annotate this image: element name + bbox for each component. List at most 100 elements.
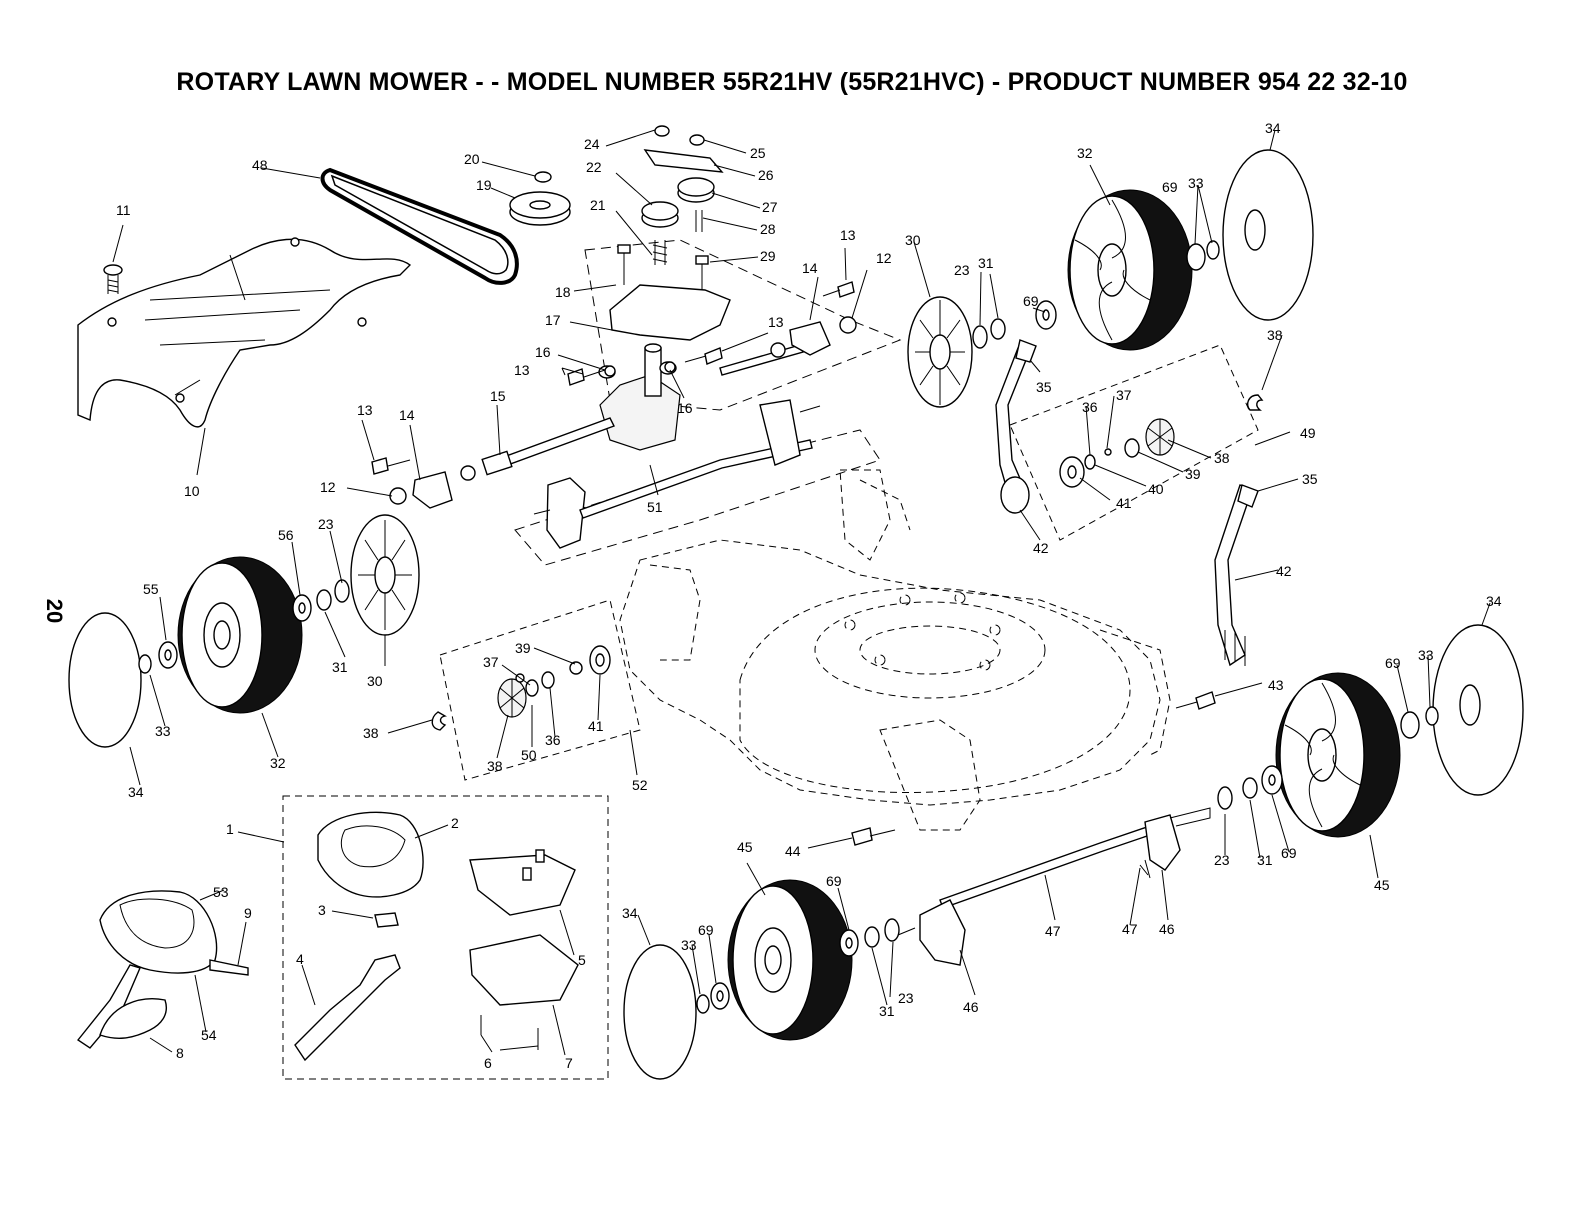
callout: 35 [1302, 471, 1318, 487]
callout: 14 [802, 260, 818, 276]
callout: 13 [768, 314, 784, 330]
wheel-rear-right-lower [1275, 672, 1401, 838]
callout: 26 [758, 167, 774, 183]
callout: 47 [1122, 921, 1138, 937]
rear-shield [77, 237, 412, 428]
callout: 39 [515, 640, 531, 656]
callout: 36 [1082, 399, 1098, 415]
wheel-rear-right-upper [1067, 189, 1193, 351]
wheel-hub-right [907, 296, 973, 408]
callout: 33 [155, 723, 171, 739]
hubcap-right-upper [1222, 149, 1314, 321]
bolts-45 [851, 691, 1216, 846]
callout: 31 [978, 255, 994, 271]
callout: 55 [143, 581, 159, 597]
axle-sleeve [481, 450, 513, 476]
callout: 13 [514, 362, 530, 378]
callout: 54 [201, 1027, 217, 1043]
callout: 32 [1077, 145, 1093, 161]
callout: 49 [1300, 425, 1316, 441]
hubcap-right-lower [1432, 624, 1524, 796]
callout: 53 [213, 884, 229, 900]
callout: 23 [954, 262, 970, 278]
callout: 50 [521, 747, 537, 763]
callout: 34 [1486, 593, 1502, 609]
diagram-title: ROTARY LAWN MOWER - - MODEL NUMBER 55R21… [176, 68, 1408, 96]
callout-labels: 1 2 3 4 5 6 7 8 9 10 11 12 12 13 13 13 1… [116, 120, 1502, 1071]
callout: 69 [1281, 845, 1297, 861]
callout: 13 [357, 402, 373, 418]
screw-11 [103, 264, 123, 294]
bolts-13 [371, 281, 855, 475]
callout: 23 [318, 516, 334, 532]
callout: 38 [1267, 327, 1283, 343]
callout: 19 [476, 177, 492, 193]
callout: 39 [1185, 466, 1201, 482]
callout: 51 [647, 499, 663, 515]
callout: 10 [184, 483, 200, 499]
callout: 16 [535, 344, 551, 360]
upper-axle [719, 344, 804, 376]
callout: 30 [367, 673, 383, 689]
callout: 56 [278, 527, 294, 543]
kit-box-51 [1009, 344, 1259, 541]
callout: 33 [1418, 647, 1434, 663]
callout: 42 [1033, 540, 1049, 556]
callout: 9 [244, 905, 252, 921]
callout: 24 [584, 136, 600, 152]
transmission-bracket [609, 284, 731, 341]
hubcap-front-lower [623, 944, 697, 1080]
callout: 15 [490, 388, 506, 404]
callout: 45 [1374, 877, 1390, 893]
callout: 27 [762, 199, 778, 215]
gear-kit-upper [1059, 394, 1264, 488]
callout: 2 [451, 815, 459, 831]
drive-belt [320, 167, 519, 285]
bearing-bracket-upper [789, 321, 831, 356]
callout: 69 [826, 873, 842, 889]
height-lever-right [1214, 484, 1259, 667]
callout: 34 [1265, 120, 1281, 136]
callout: 20 [464, 151, 480, 167]
callout: 31 [332, 659, 348, 675]
callout: 44 [785, 843, 801, 859]
wheel-front-left [177, 556, 303, 714]
height-adjust-bar [533, 399, 821, 549]
callout: 14 [399, 407, 415, 423]
callout: 18 [555, 284, 571, 300]
callout: 4 [296, 951, 304, 967]
callout: 69 [1385, 655, 1401, 671]
drive-belt-inner [330, 174, 509, 275]
callout: 38 [487, 758, 503, 774]
callout: 69 [698, 922, 714, 938]
callout: 31 [1257, 852, 1273, 868]
callout: 28 [760, 221, 776, 237]
callout: 40 [1148, 481, 1164, 497]
callout: 33 [681, 937, 697, 953]
callout: 46 [1159, 921, 1175, 937]
callout: 34 [128, 784, 144, 800]
callout: 23 [1214, 852, 1230, 868]
callout: 37 [1116, 387, 1132, 403]
callout: 36 [545, 732, 561, 748]
callout: 5 [578, 952, 586, 968]
callout: 25 [750, 145, 766, 161]
callout: 47 [1045, 923, 1061, 939]
callout: 3 [318, 902, 326, 918]
gear-kit-lower [431, 645, 611, 731]
callout: 7 [565, 1055, 573, 1071]
callout: 30 [905, 232, 921, 248]
callout: 21 [590, 197, 606, 213]
handle-panel-kit [294, 811, 579, 1062]
mower-deck [619, 469, 1171, 831]
bearing-bracket-lower [412, 471, 453, 509]
leader-lines [112, 129, 1491, 1056]
callout: 33 [1188, 175, 1204, 191]
washers [138, 240, 1439, 1014]
callout: 12 [320, 479, 336, 495]
height-lever-left [995, 339, 1037, 514]
transmission-upper-parts [509, 125, 724, 292]
callout: 38 [1214, 450, 1230, 466]
callout: 35 [1036, 379, 1052, 395]
